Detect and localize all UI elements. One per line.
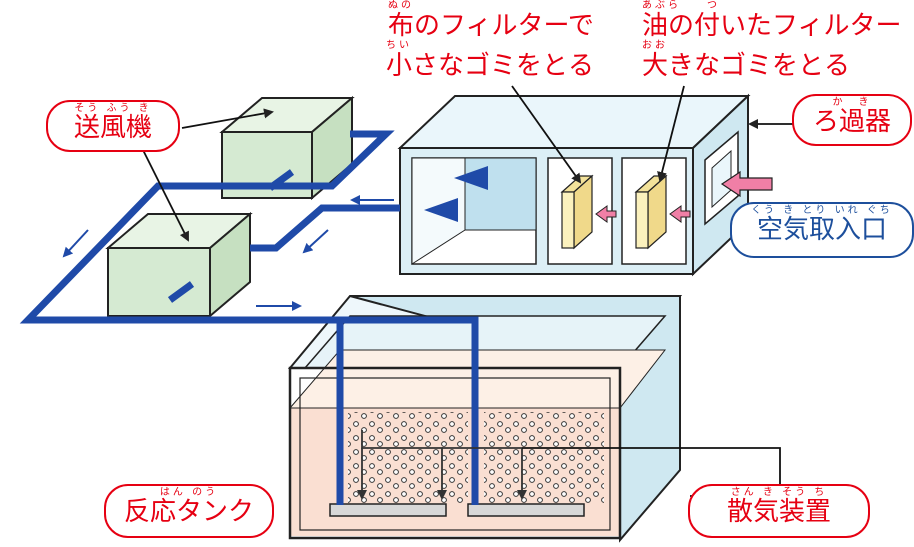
bubbles-right xyxy=(484,412,604,504)
text-small-dust: 小さなゴミをとる xyxy=(386,51,595,81)
text-oil-filter: 油の付いたフィルター xyxy=(642,11,902,41)
ruby-oil: あぶら つ xyxy=(642,0,720,11)
ruby-blower: そう ふう き xyxy=(74,103,152,114)
pill-reaction-tank: はん のう 反応タンク xyxy=(104,484,274,538)
text-reaction-tank: 反応タンク xyxy=(123,497,254,527)
reaction-tank xyxy=(287,295,683,543)
text-diffuser: 散気装置 xyxy=(726,497,831,527)
air-arrow-oil xyxy=(669,205,691,223)
pipe-left-drop xyxy=(28,316,344,505)
outlet-marker-upper xyxy=(454,166,488,190)
ruby-big: おお xyxy=(642,40,668,51)
diffuser-arrows xyxy=(357,430,527,500)
cloth-filter-pad xyxy=(560,174,594,250)
ruby-filter-device: か き xyxy=(832,97,872,108)
diffuser-plate-right xyxy=(467,503,585,517)
diffuser-plate-left xyxy=(329,503,447,517)
pipe-filter-to-blower xyxy=(250,204,400,252)
text-filter-device: ろ過器 xyxy=(812,107,891,137)
text-cloth-filter: 布のフィルターで xyxy=(388,11,594,41)
oil-filter-pad xyxy=(634,174,668,250)
label-cloth-filter: ぬの 布のフィルターで xyxy=(388,0,594,41)
label-oil-filter: あぶら つ 油の付いたフィルター xyxy=(642,0,901,41)
pill-filter-device: か き ろ過器 xyxy=(792,94,912,146)
ruby-diffuser: さん き そう ち xyxy=(730,487,828,498)
label-small-dust: ちい 小さなゴミをとる xyxy=(386,40,594,81)
air-pipes xyxy=(19,130,479,505)
blower-lower xyxy=(105,211,253,319)
pipe-main xyxy=(19,130,479,505)
air-arrow-intake xyxy=(720,170,773,198)
filter-unit xyxy=(397,93,773,277)
pipe-lower-stub xyxy=(167,281,195,303)
flow-arrows xyxy=(62,195,394,311)
bubbles-left xyxy=(348,412,468,504)
text-big-dust: 大きなゴミをとる xyxy=(642,51,851,81)
ruby-small: ちい xyxy=(386,40,412,51)
ruby-cloth: ぬの xyxy=(388,0,414,11)
pipe-upper-stub xyxy=(267,169,295,191)
text-air-intake: 空気取入口 xyxy=(756,215,887,245)
pill-blower: そう ふう き 送風機 xyxy=(46,100,180,152)
outlet-marker-lower xyxy=(424,198,458,222)
ruby-air-intake: くう き とり いれ ぐち xyxy=(751,205,893,216)
air-arrow-cloth xyxy=(595,205,617,223)
text-blower: 送風機 xyxy=(73,113,152,143)
pill-air-intake: くう き とり いれ ぐち 空気取入口 xyxy=(730,202,914,258)
ruby-reaction-tank: はん のう xyxy=(159,487,219,498)
pill-diffuser: さん き そう ち 散気装置 xyxy=(688,484,870,538)
label-big-dust: おお 大きなゴミをとる xyxy=(642,40,850,81)
